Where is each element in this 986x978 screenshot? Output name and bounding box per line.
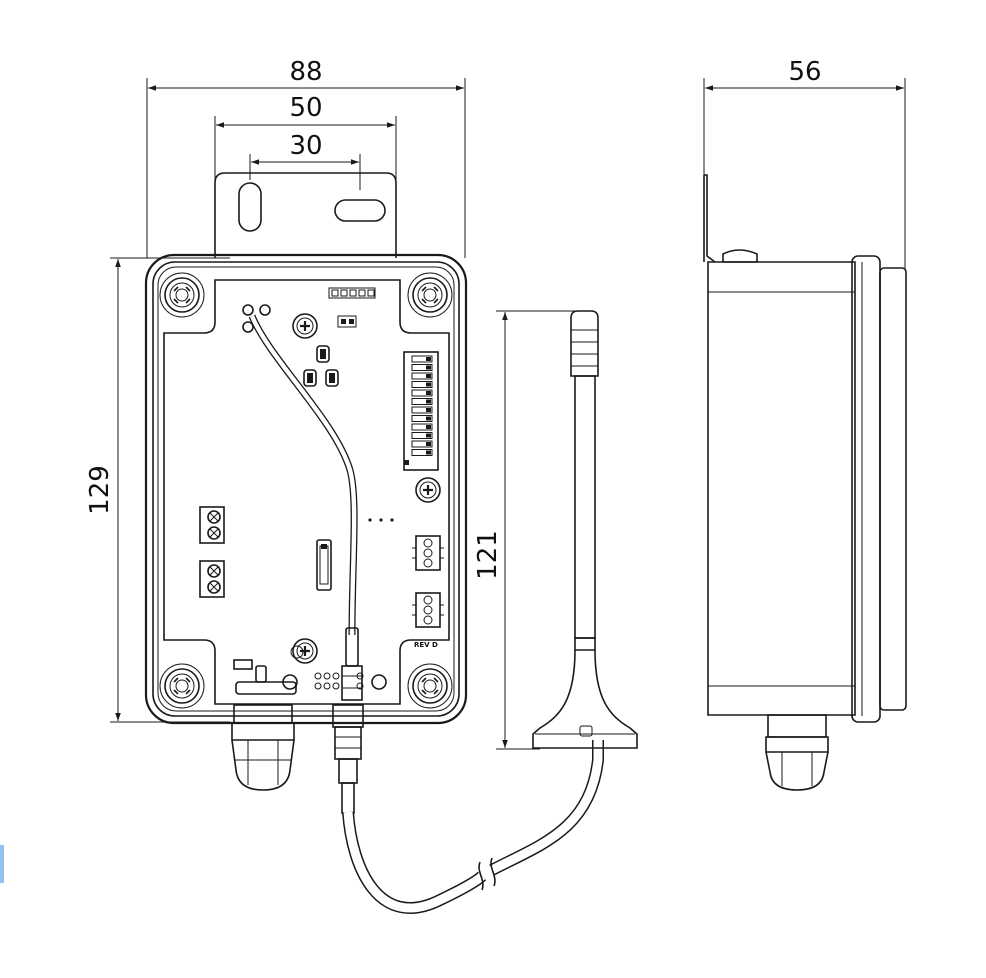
enclosure-side-view — [703, 174, 907, 791]
antenna-cable — [342, 740, 604, 914]
dip-switch-lever — [411, 381, 433, 388]
cable-gland-side — [765, 714, 829, 791]
dip-switch-lever — [411, 364, 433, 371]
mounting-slot-vertical — [238, 182, 262, 232]
dip-switch-lever — [411, 432, 433, 439]
mounting-bracket — [214, 172, 397, 258]
fuse-holder — [316, 539, 332, 591]
dimension-label-129: 129 — [85, 465, 115, 515]
pcb-board — [163, 279, 450, 705]
internal-antenna-wire — [248, 314, 358, 636]
terminal-block — [199, 506, 225, 544]
corner-screw-icon — [164, 277, 200, 313]
dip-switch-lever — [411, 398, 433, 405]
antenna-tip — [570, 310, 599, 377]
bottom-components — [233, 645, 387, 695]
dimension-overall-width: 88 — [146, 57, 466, 258]
dimension-label-88: 88 — [289, 57, 322, 87]
smd-components — [303, 345, 339, 387]
pcb-screw-icon — [291, 312, 319, 340]
cable-gland-front — [231, 704, 295, 791]
enclosure-front-view: REV D — [144, 172, 468, 814]
enclosure-outer-edge — [144, 253, 468, 725]
dip-switch-lever — [411, 372, 433, 380]
dip-switch-lever — [411, 449, 433, 456]
dimension-label-121: 121 — [473, 530, 503, 580]
dip-switch-lever — [411, 389, 433, 397]
pcb-revision-label: REV D — [414, 641, 438, 649]
connector-block — [411, 592, 445, 628]
dimension-label-56: 56 — [788, 57, 821, 87]
dip-switch-lever — [411, 415, 433, 422]
jumper — [337, 315, 357, 328]
dip-switch-lever — [411, 423, 433, 431]
header-pins — [328, 287, 376, 299]
corner-screw-icon — [412, 277, 448, 313]
dimension-label-30: 30 — [289, 131, 322, 161]
antenna — [532, 310, 638, 749]
antenna-pads — [242, 304, 271, 333]
antenna-connector — [332, 704, 364, 814]
dimension-label-50: 50 — [289, 93, 322, 123]
pcb-screw-icon — [291, 637, 319, 665]
dimension-side-depth: 56 — [703, 57, 906, 270]
dip-switch-lever — [411, 355, 433, 363]
dip-switch — [403, 351, 439, 471]
terminal-block — [199, 560, 225, 598]
dimension-antenna-height: 121 — [473, 310, 580, 750]
selection-accent-bar — [0, 845, 4, 883]
pcb-screw-icon — [414, 476, 442, 504]
dimension-enclosure-height: 129 — [85, 257, 230, 723]
side-screw-head — [722, 249, 758, 263]
antenna-whip — [574, 375, 596, 639]
connector-block — [411, 535, 445, 571]
corner-screw-icon — [412, 668, 448, 704]
antenna-base — [532, 649, 638, 749]
dimension-hole-spacing: 30 — [249, 131, 361, 190]
dip-switch-lever — [411, 406, 433, 414]
dimension-mount-width: 50 — [214, 93, 397, 180]
dip-switch-lever — [411, 440, 433, 448]
mounting-slot-horizontal — [334, 199, 386, 222]
corner-screw-icon — [164, 668, 200, 704]
